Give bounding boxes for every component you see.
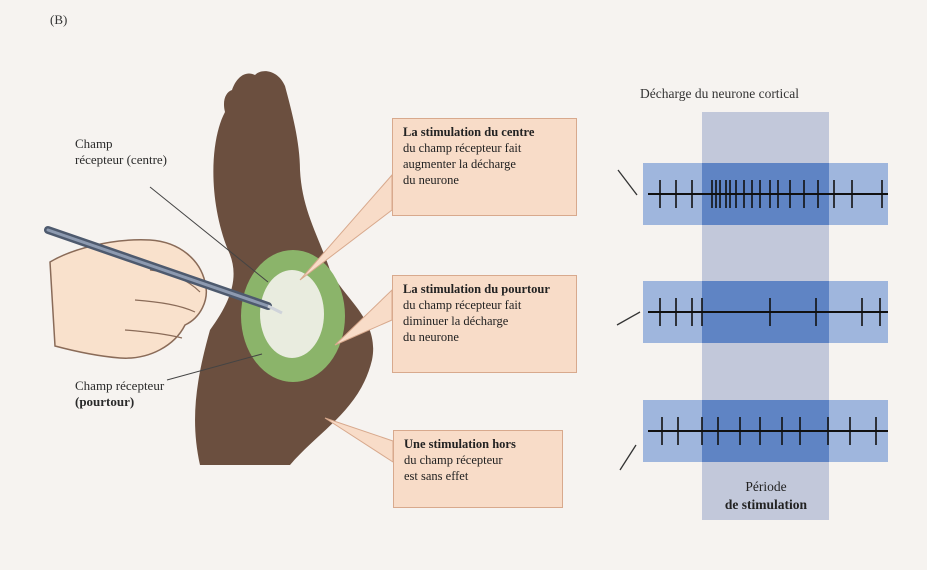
callout-pourtour: La stimulation du pourtour du champ réce… [392,275,577,373]
callout-centre: La stimulation du centre du champ récept… [392,118,577,216]
label-champ-centre-line2: récepteur (centre) [75,152,167,168]
period-label-line2: de stimulation [704,496,828,514]
label-champ-pourtour-line1: Champ récepteur [75,378,164,394]
callout-centre-line: augmenter la décharge [403,156,566,172]
callout-pourtour-line: La stimulation du pourtour [403,281,566,297]
label-champ-pourtour: Champ récepteur (pourtour) [75,378,164,410]
callout-centre-line: du neurone [403,172,566,188]
callout-hors: Une stimulation hors du champ récepteur … [393,430,563,508]
callout-pourtour-line: du neurone [403,329,566,345]
receptive-field-centre [260,270,324,358]
callout-pourtour-line: du champ récepteur fait [403,297,566,313]
label-champ-pourtour-line2: (pourtour) [75,394,164,410]
stimulation-period-label: Période de stimulation [704,478,828,514]
callout-centre-line: La stimulation du centre [403,124,566,140]
period-label-line1: Période [704,478,828,496]
label-champ-centre: Champ récepteur (centre) [75,136,167,168]
callout-hors-line: du champ récepteur [404,452,552,468]
callout-pourtour-line: diminuer la décharge [403,313,566,329]
label-champ-centre-line1: Champ [75,136,167,152]
callout-hors-line: est sans effet [404,468,552,484]
callout-centre-line: du champ récepteur fait [403,140,566,156]
panel-label: (B) [50,12,67,28]
callout-hors-line: Une stimulation hors [404,436,552,452]
traces-title: Décharge du neurone cortical [640,86,799,102]
